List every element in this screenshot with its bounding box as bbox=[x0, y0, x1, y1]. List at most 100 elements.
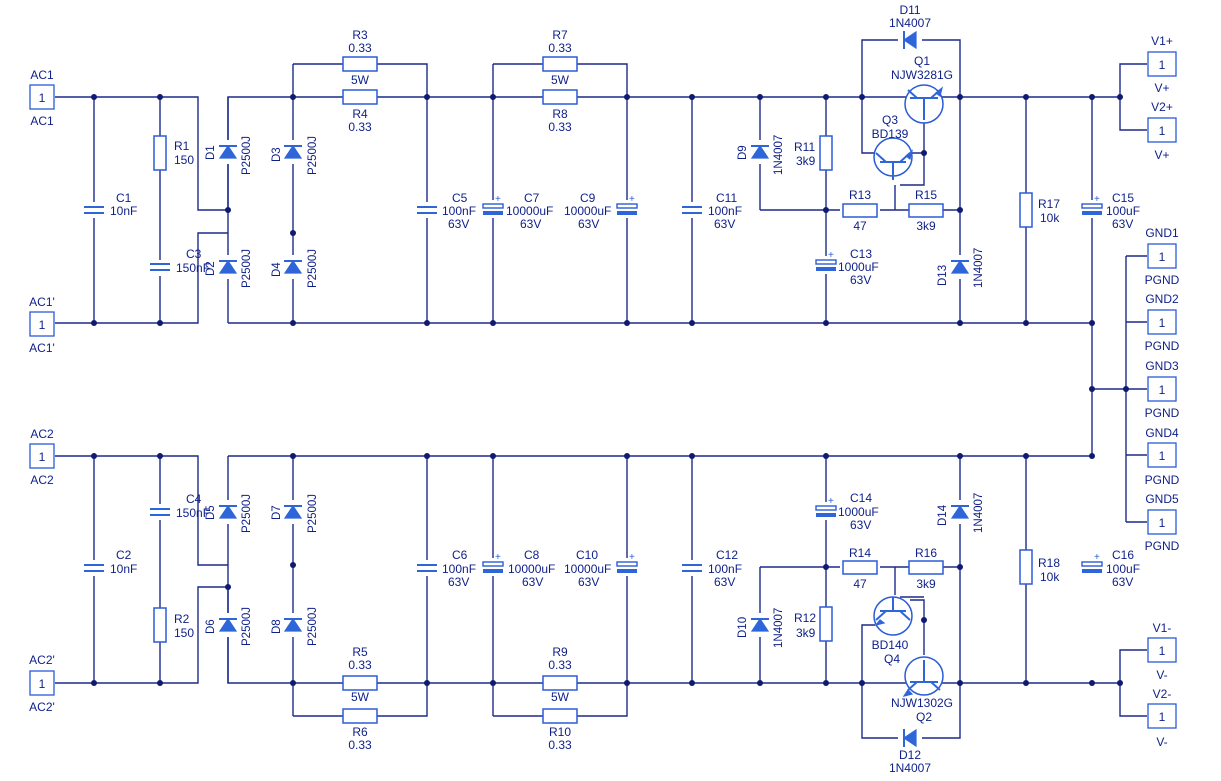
svg-text:AC1: AC1 bbox=[30, 114, 54, 128]
svg-text:GND1: GND1 bbox=[1145, 226, 1179, 240]
svg-text:C8: C8 bbox=[524, 548, 540, 562]
svg-text:63V: 63V bbox=[850, 518, 871, 532]
svg-text:1: 1 bbox=[1159, 644, 1166, 658]
svg-text:C15: C15 bbox=[1112, 191, 1134, 205]
svg-text:0.33: 0.33 bbox=[548, 658, 572, 672]
svg-text:NJW1302G: NJW1302G bbox=[891, 696, 953, 710]
svg-text:1: 1 bbox=[1159, 516, 1166, 530]
svg-text:100nF: 100nF bbox=[708, 562, 742, 576]
resistor-r15: R15 3k9 bbox=[908, 188, 944, 233]
connector-gnd3: 1 GND3 PGND bbox=[1145, 359, 1180, 420]
svg-text:D8: D8 bbox=[271, 619, 283, 634]
svg-text:1: 1 bbox=[1159, 383, 1166, 397]
capacitor-c15: C15 100uF 63V bbox=[1080, 191, 1140, 231]
capacitor-c4: C4 150nF bbox=[148, 492, 210, 520]
svg-text:0.33: 0.33 bbox=[548, 41, 572, 55]
svg-text:0.33: 0.33 bbox=[348, 120, 372, 134]
svg-text:1N4007: 1N4007 bbox=[889, 16, 931, 30]
svg-text:63V: 63V bbox=[448, 217, 469, 231]
svg-text:47: 47 bbox=[853, 577, 867, 591]
svg-text:R16: R16 bbox=[915, 546, 937, 560]
svg-text:100nF: 100nF bbox=[442, 562, 476, 576]
svg-text:PGND: PGND bbox=[1145, 339, 1180, 353]
svg-text:Q1: Q1 bbox=[914, 54, 930, 68]
svg-text:R7: R7 bbox=[552, 28, 568, 42]
svg-text:1: 1 bbox=[39, 677, 46, 691]
connector-v1-plus: 1 V1+ V+ bbox=[1147, 34, 1177, 95]
svg-text:D5: D5 bbox=[205, 505, 217, 520]
transistor-q4: BD140 Q4 bbox=[872, 596, 913, 666]
svg-text:P2500J: P2500J bbox=[241, 249, 253, 288]
resistor-r14: R14 47 bbox=[842, 546, 878, 591]
svg-text:R12: R12 bbox=[794, 611, 816, 625]
svg-text:C12: C12 bbox=[716, 548, 738, 562]
svg-text:63V: 63V bbox=[1112, 575, 1133, 589]
svg-text:P2500J: P2500J bbox=[307, 607, 319, 646]
svg-text:47: 47 bbox=[853, 219, 867, 233]
svg-text:V+: V+ bbox=[1154, 148, 1169, 162]
resistor-r12: R12 3k9 bbox=[794, 606, 833, 642]
connector-ac1: 1 AC1 AC1 bbox=[29, 68, 55, 128]
svg-text:GND5: GND5 bbox=[1145, 492, 1179, 506]
svg-text:63V: 63V bbox=[520, 217, 541, 231]
svg-text:AC1: AC1 bbox=[30, 68, 54, 82]
svg-text:10k: 10k bbox=[1040, 570, 1060, 584]
svg-text:C2: C2 bbox=[116, 548, 132, 562]
diode-d2: D2 P2500J bbox=[205, 249, 253, 288]
svg-text:R14: R14 bbox=[849, 546, 871, 560]
svg-text:63V: 63V bbox=[578, 217, 599, 231]
svg-text:100nF: 100nF bbox=[442, 204, 476, 218]
diode-d10: D10 1N4007 bbox=[737, 608, 785, 648]
svg-text:D6: D6 bbox=[205, 619, 217, 634]
svg-text:D7: D7 bbox=[271, 505, 283, 520]
svg-text:3k9: 3k9 bbox=[916, 577, 936, 591]
svg-text:V-: V- bbox=[1156, 668, 1167, 682]
svg-text:1: 1 bbox=[1159, 58, 1166, 72]
svg-text:1: 1 bbox=[1159, 710, 1166, 724]
connector-gnd1: 1 GND1 PGND bbox=[1145, 226, 1180, 287]
resistor-r17: R17 10k bbox=[1019, 192, 1060, 228]
svg-text:C6: C6 bbox=[452, 548, 468, 562]
diode-d1: D1 P2500J bbox=[205, 136, 253, 175]
capacitor-c7: C7 10000uF 63V bbox=[481, 191, 553, 231]
svg-text:C4: C4 bbox=[186, 492, 202, 506]
svg-text:C11: C11 bbox=[716, 191, 737, 205]
svg-text:AC2: AC2 bbox=[30, 473, 54, 487]
svg-text:R4: R4 bbox=[352, 107, 368, 121]
svg-text:Q2: Q2 bbox=[916, 710, 932, 724]
connector-v2-minus: 1 V2- V- bbox=[1147, 687, 1177, 749]
svg-text:C3: C3 bbox=[186, 247, 202, 261]
capacitor-c14: C14 1000uF 63V bbox=[814, 491, 879, 532]
svg-text:C1: C1 bbox=[116, 191, 132, 205]
resistor-r7: R7 0.33 5W bbox=[542, 28, 578, 87]
connector-gnd5: 1 GND5 PGND bbox=[1145, 492, 1180, 553]
svg-text:10000uF: 10000uF bbox=[564, 562, 611, 576]
svg-text:1000uF: 1000uF bbox=[838, 260, 879, 274]
svg-text:V1+: V1+ bbox=[1151, 34, 1173, 48]
capacitor-c12: C12 100nF 63V bbox=[680, 548, 742, 589]
diode-d12: D12 1N4007 bbox=[889, 728, 931, 775]
svg-text:1: 1 bbox=[39, 91, 46, 105]
svg-text:V2+: V2+ bbox=[1151, 100, 1173, 114]
svg-text:C14: C14 bbox=[850, 491, 872, 505]
svg-text:100nF: 100nF bbox=[708, 204, 742, 218]
connector-gnd2: 1 GND2 PGND bbox=[1145, 292, 1180, 353]
svg-text:R6: R6 bbox=[352, 725, 368, 739]
svg-text:0.33: 0.33 bbox=[348, 41, 372, 55]
capacitor-c3: C3 150nF bbox=[148, 247, 210, 276]
capacitor-c8: C8 10000uF 63V bbox=[481, 548, 555, 589]
svg-text:5W: 5W bbox=[551, 73, 570, 87]
svg-text:10nF: 10nF bbox=[110, 562, 137, 576]
svg-text:P2500J: P2500J bbox=[241, 607, 253, 646]
diode-d11: D11 1N4007 bbox=[889, 3, 931, 50]
svg-text:100uF: 100uF bbox=[1106, 562, 1140, 576]
svg-text:R1: R1 bbox=[174, 139, 190, 153]
wires-ground bbox=[1092, 255, 1147, 523]
connector-ac1-prime: 1 AC1' AC1' bbox=[29, 295, 55, 355]
svg-text:5W: 5W bbox=[351, 690, 370, 704]
resistor-r11: R11 3k9 bbox=[794, 135, 833, 171]
svg-text:BD139: BD139 bbox=[872, 127, 909, 141]
svg-text:1N4007: 1N4007 bbox=[773, 135, 785, 175]
svg-text:1: 1 bbox=[1159, 449, 1166, 463]
svg-text:R17: R17 bbox=[1038, 197, 1060, 211]
